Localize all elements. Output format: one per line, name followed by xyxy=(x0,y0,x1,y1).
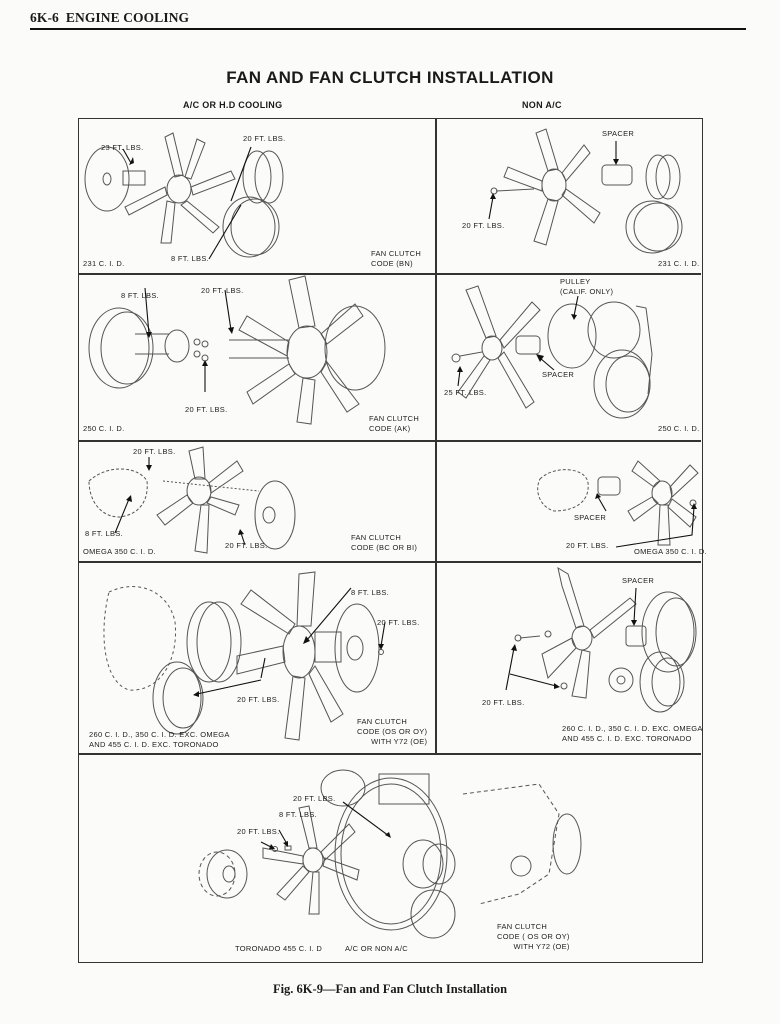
torque-label: 20 FT. LBS. xyxy=(566,541,609,550)
fan-assembly-illustration xyxy=(103,571,386,741)
torque-label: 20 FT. LBS. xyxy=(225,541,268,550)
header-rule xyxy=(30,28,746,30)
engine-label: 260 C. I. D., 350 C. I. D. EXC. OMEGA AN… xyxy=(562,724,703,743)
torque-label: 8 FT. LBS. xyxy=(85,529,124,538)
column-heading-non-ac: NON A/C xyxy=(522,100,562,110)
torque-label: 23 FT. LBS. xyxy=(101,143,144,152)
spacer-label: SPACER xyxy=(622,576,655,585)
engine-label: 250 C. I. D. xyxy=(83,424,125,433)
fan-assembly-illustration xyxy=(537,460,699,548)
torque-label: 20 FT. LBS. xyxy=(133,447,176,456)
fan-assembly-illustration xyxy=(84,132,284,260)
engine-assembly-illustration xyxy=(198,769,582,939)
row-divider xyxy=(79,561,701,563)
engine-label: 231 C. I. D. xyxy=(83,259,125,268)
engine-label: 231 C. I. D. xyxy=(658,259,700,268)
spacer-label: SPACER xyxy=(602,129,635,138)
engine-label: 250 C. I. D. xyxy=(658,424,700,433)
engine-label: TORONADO 455 C. I. D xyxy=(235,944,323,953)
panel-omega-350-non-ac: SPACER 20 FT. LBS. OMEGA 350 C. I. D. xyxy=(436,441,707,561)
row-divider xyxy=(79,273,701,275)
torque-label: 20 FT. LBS. xyxy=(201,286,244,295)
fan-clutch-code: FAN CLUTCH CODE (AK) xyxy=(369,414,420,433)
panel-250-ac: 8 FT. LBS. 20 FT. LBS. 20 FT. LBS. 250 C… xyxy=(79,274,435,440)
page-header: 6K-6 ENGINE COOLING xyxy=(30,10,189,26)
panel-231-non-ac: SPACER 20 FT. LBS. 231 C. I. D. xyxy=(436,119,702,273)
figure-title: FAN AND FAN CLUTCH INSTALLATION xyxy=(226,68,554,87)
column-heading-ac: A/C OR H.D COOLING xyxy=(183,100,283,110)
torque-label: 20 FT. LBS. xyxy=(462,221,505,230)
section-number: 6K-6 xyxy=(30,10,59,25)
fan-clutch-code: FAN CLUTCH CODE (OS OR OY) WITH Y72 (OE) xyxy=(357,717,428,746)
panel-omega-350-ac: 20 FT. LBS. 8 FT. LBS. 20 FT. LBS. OMEGA… xyxy=(79,441,435,561)
figure-grid: 23 FT. LBS. 20 FT. LBS. 8 FT. LBS. 231 C… xyxy=(78,118,707,963)
panel-231-ac: 23 FT. LBS. 20 FT. LBS. 8 FT. LBS. 231 C… xyxy=(79,119,435,273)
torque-label: 20 FT. LBS. xyxy=(293,794,336,803)
row-divider xyxy=(79,753,701,755)
panel-260-350-455-ac: 8 FT. LBS. 20 FT. LBS. 20 FT. LBS. 260 C… xyxy=(79,562,435,753)
engine-label: 260 C. I. D., 350 C. I. D. EXC. OMEGA AN… xyxy=(89,730,230,749)
torque-label: 20 FT. LBS. xyxy=(377,618,420,627)
torque-label: 20 FT. LBS. xyxy=(185,405,228,414)
figure-caption: Fig. 6K-9—Fan and Fan Clutch Installatio… xyxy=(272,982,508,996)
fan-clutch-code: FAN CLUTCH CODE ( OS OR OY) WITH Y72 (OE… xyxy=(497,922,570,951)
torque-label: 20 FT. LBS. xyxy=(237,695,280,704)
section-title: ENGINE COOLING xyxy=(65,10,190,25)
panel-250-non-ac: PULLEY (CALIF. ONLY) SPACER 25 FT. LBS. … xyxy=(436,274,702,440)
column-divider xyxy=(435,119,437,753)
torque-label: 20 FT. LBS. xyxy=(237,827,280,836)
fan-assembly-illustration xyxy=(88,446,296,554)
fan-assembly-illustration xyxy=(451,285,653,419)
row-divider xyxy=(79,440,701,442)
torque-label: 25 FT. LBS. xyxy=(444,388,487,397)
torque-label: 20 FT. LBS. xyxy=(243,134,286,143)
fan-clutch-code: FAN CLUTCH CODE (BC OR BI) xyxy=(351,533,418,552)
engine-label: OMEGA 350 C. I. D. xyxy=(83,547,156,556)
torque-label: 8 FT. LBS. xyxy=(351,588,390,597)
application-label: A/C OR NON A/C xyxy=(345,944,408,953)
pulley-label: PULLEY (CALIF. ONLY) xyxy=(560,277,614,296)
spacer-label: SPACER xyxy=(574,513,607,522)
torque-label: 8 FT. LBS. xyxy=(171,254,210,263)
panel-toronado-455: 20 FT. LBS. 8 FT. LBS. 20 FT. LBS. TORON… xyxy=(79,754,702,962)
spacer-label: SPACER xyxy=(542,370,575,379)
panel-260-350-455-non-ac: SPACER 20 FT. LBS. 260 C. I. D., 350 C. … xyxy=(436,562,702,753)
torque-label: 8 FT. LBS. xyxy=(121,291,160,300)
fan-assembly-illustration xyxy=(88,275,386,425)
fan-assembly-illustration xyxy=(505,566,697,713)
torque-label: 20 FT. LBS. xyxy=(482,698,525,707)
fan-clutch-code: FAN CLUTCH CODE (BN) xyxy=(371,249,422,268)
fan-assembly-illustration xyxy=(488,128,683,254)
engine-label: OMEGA 350 C. I. D. xyxy=(634,547,707,556)
torque-label: 8 FT. LBS. xyxy=(279,810,318,819)
